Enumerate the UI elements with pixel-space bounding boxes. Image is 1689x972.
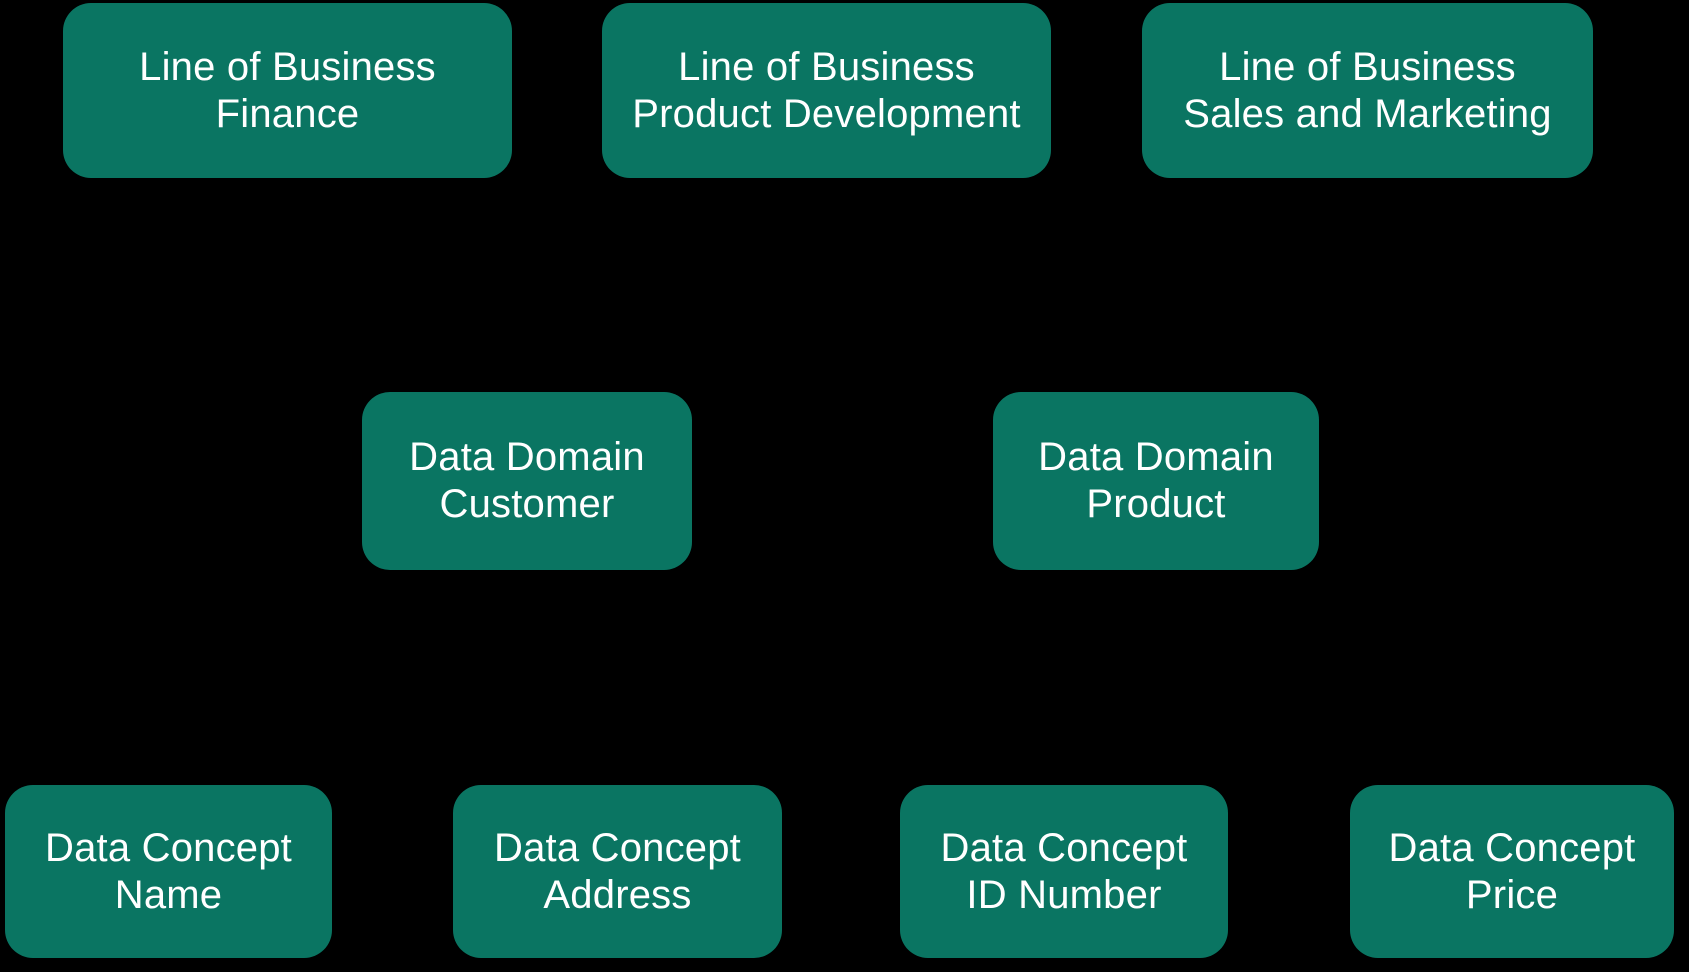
box-label-line1: Line of Business [139,44,436,89]
data-domain-product-box: Data Domain Product [993,392,1319,570]
line-of-business-sales-and-marketing-box: Line of Business Sales and Marketing [1142,3,1593,178]
box-label-line1: Data Concept [1388,825,1636,870]
data-concept-address-box: Data Concept Address [453,785,782,958]
box-label-line2: Sales and Marketing [1183,91,1552,136]
data-concept-price-box: Data Concept Price [1350,785,1674,958]
box-label-line2: Finance [215,91,360,136]
box-label-line2: Price [1465,872,1559,917]
box-label-line1: Data Concept [494,825,741,870]
line-of-business-product-development-box: Line of Business Product Development [602,3,1051,178]
box-label-line1: Line of Business [1219,44,1516,89]
line-of-business-finance-box: Line of Business Finance [63,3,512,178]
box-label-line2: Product [1086,482,1226,526]
box-label-line1: Data Domain [409,435,645,479]
box-label-line2: Customer [439,482,615,526]
box-label-line1: Data Concept [45,825,292,870]
box-label-line1: Data Concept [940,825,1188,870]
box-label-line1: Line of Business [678,44,975,89]
box-label-line2: Name [114,872,223,917]
box-label-line1: Data Domain [1038,435,1274,479]
data-concept-name-box: Data Concept Name [5,785,332,958]
data-domain-customer-box: Data Domain Customer [362,392,692,570]
box-label-line2: Product Development [632,91,1021,136]
box-label-line2: ID Number [966,872,1162,917]
data-concept-id-number-box: Data Concept ID Number [900,785,1228,958]
box-label-line2: Address [543,872,692,917]
